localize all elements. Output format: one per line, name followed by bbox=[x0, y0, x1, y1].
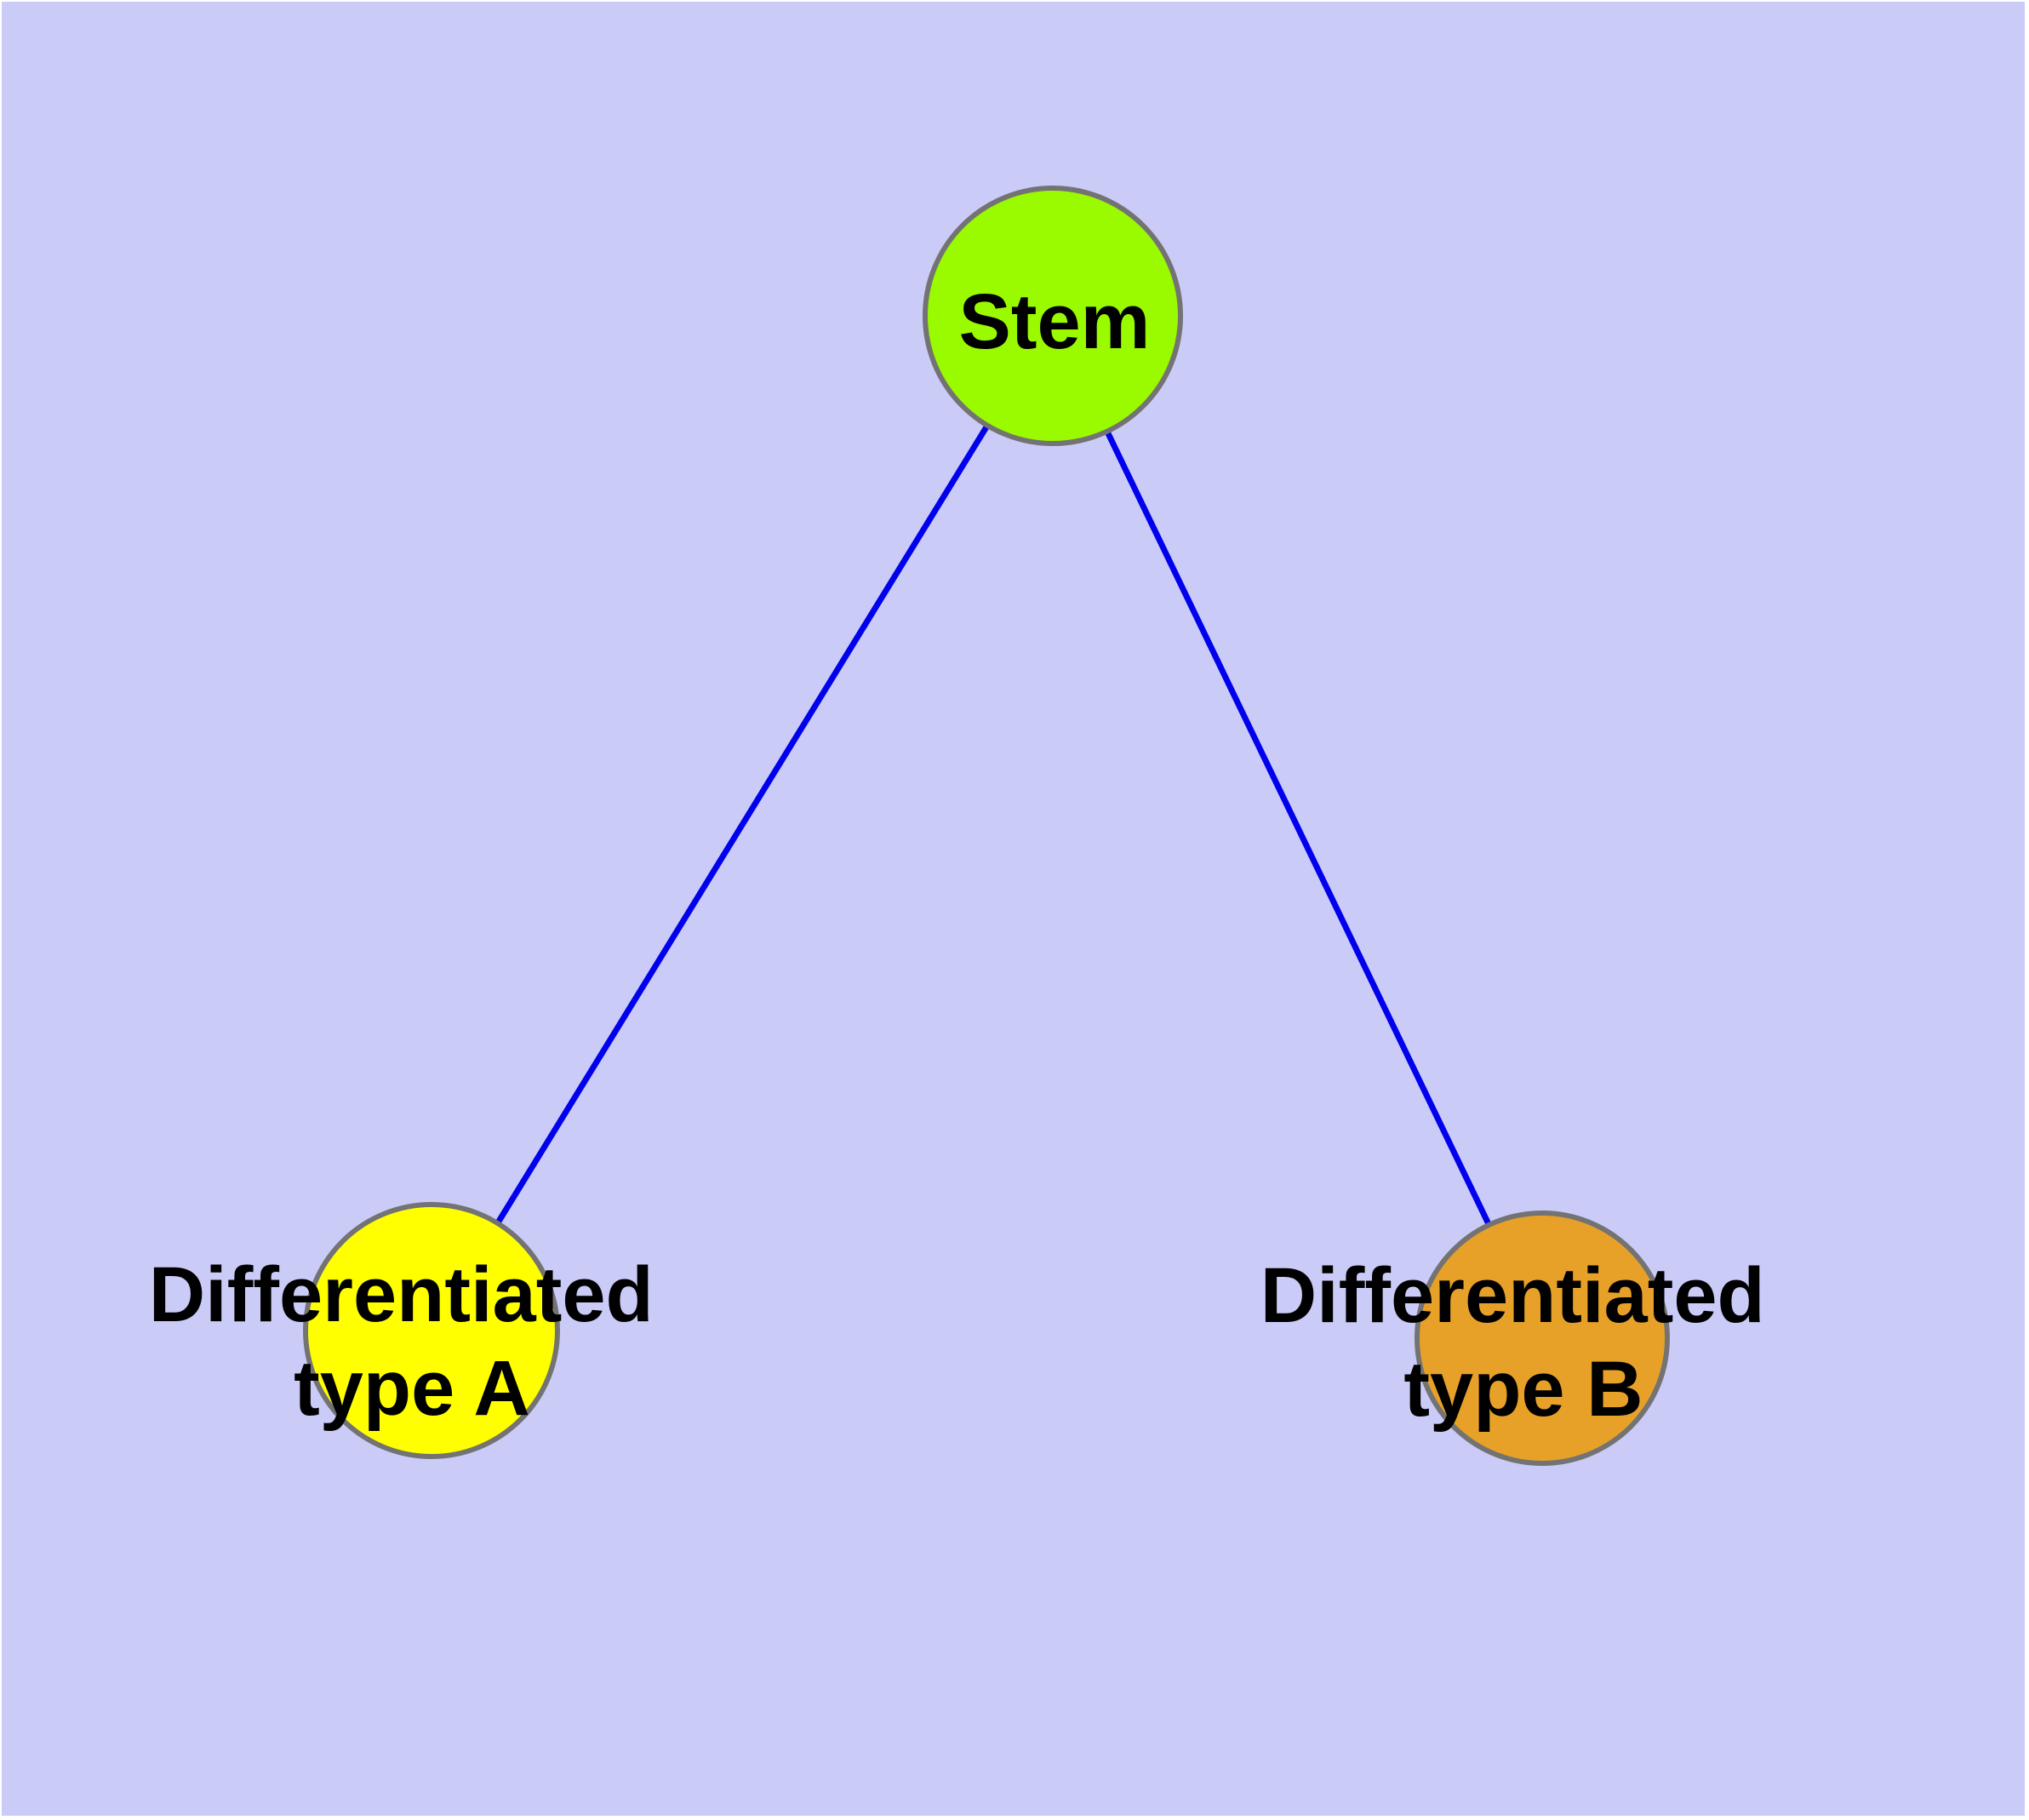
edge-stem-to-type-a bbox=[494, 424, 990, 1226]
node-type-a-label: Differentiated type A bbox=[149, 1251, 676, 1432]
node-type-a-label-line2: type A bbox=[294, 1345, 530, 1432]
node-differentiated-type-b bbox=[1415, 1210, 1670, 1466]
node-type-b-label: Differentiated type B bbox=[1260, 1252, 1787, 1433]
node-differentiated-type-a bbox=[303, 1202, 560, 1459]
node-type-b-label-line2: type B bbox=[1403, 1346, 1643, 1433]
edge-stem-to-type-b bbox=[1104, 430, 1493, 1228]
node-type-b-label-line1: Differentiated bbox=[1260, 1252, 1765, 1339]
node-stem bbox=[923, 186, 1183, 446]
node-stem-label: Stem bbox=[959, 278, 1151, 365]
node-type-a-label-line1: Differentiated bbox=[149, 1251, 654, 1338]
